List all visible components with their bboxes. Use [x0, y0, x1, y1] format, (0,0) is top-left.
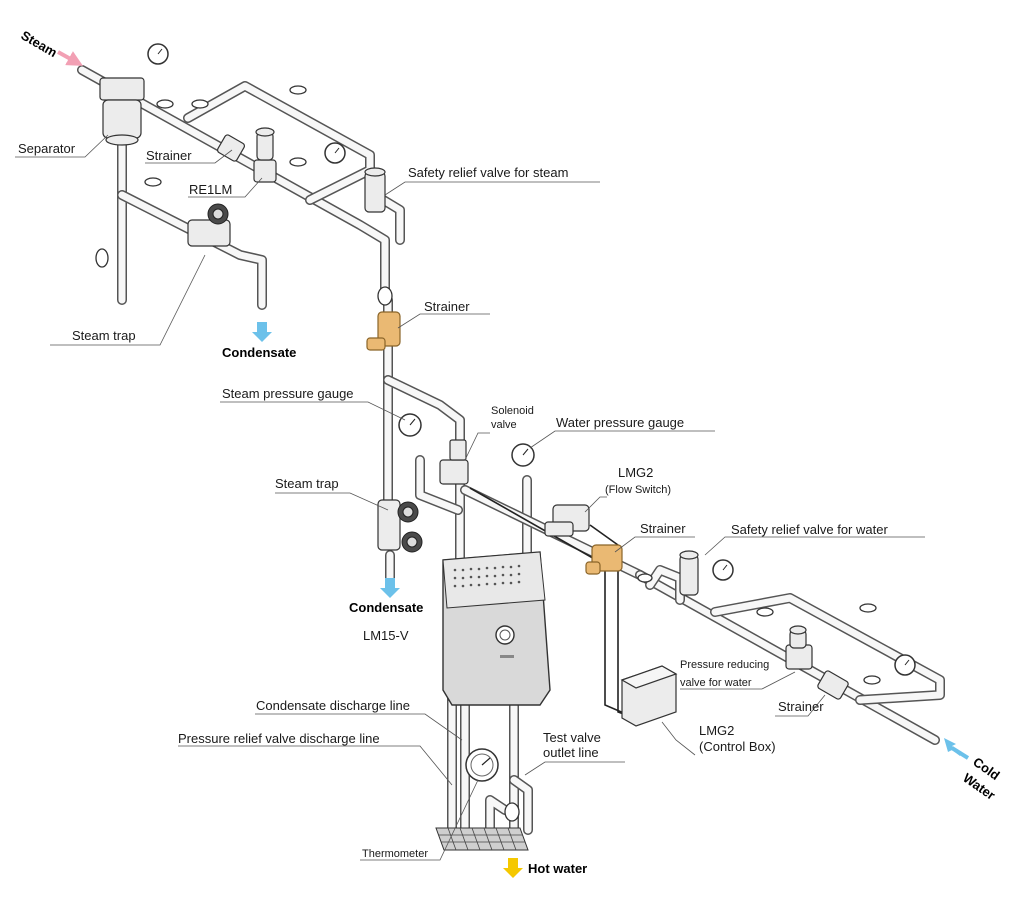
- valve-handwheel-icon: [191, 99, 209, 109]
- condensate-label-2: Condensate: [349, 600, 423, 615]
- valve-handwheel-icon: [504, 802, 520, 822]
- heater-dial-icon: [495, 625, 515, 645]
- flow-arrows: [57, 50, 970, 878]
- condensate-discharge-label: Condensate discharge line: [256, 698, 410, 713]
- lmg2-flow-label-line1: LMG2: [618, 465, 653, 480]
- handwheel-valves: [95, 85, 881, 822]
- safety-relief-water-label: Safety relief valve for water: [731, 522, 888, 537]
- pressure-relief-discharge-label: Pressure relief valve discharge line: [178, 731, 380, 746]
- test-valve-label-line2: outlet line: [543, 745, 599, 760]
- steam-trap-1: [187, 203, 231, 247]
- valve-handwheel-icon: [144, 177, 162, 187]
- lmg2-control-box: [620, 665, 678, 727]
- condensate-arrow-icon: [380, 578, 400, 598]
- lmg2-flow-switch: [544, 504, 590, 537]
- lmg2-flow-label-line2: (Flow Switch): [605, 484, 671, 496]
- steam-trap-2: [377, 499, 423, 553]
- condensate-arrow-icon: [252, 322, 272, 342]
- solenoid-label-line2: valve: [491, 419, 517, 431]
- strainer-label-1: Strainer: [146, 148, 192, 163]
- prv-water-label-line1: Pressure reducing: [680, 659, 769, 671]
- steam-pressure-gauge-label: Steam pressure gauge: [222, 386, 354, 401]
- lmg2-control-label-line2: (Control Box): [699, 739, 776, 754]
- separator-label: Separator: [18, 141, 76, 156]
- lmg2-control-label-line1: LMG2: [699, 723, 734, 738]
- valve-handwheel-icon: [156, 99, 174, 109]
- steam-arrow-icon: [57, 50, 83, 66]
- water-pressure-reducing-valve: [785, 625, 813, 670]
- pressure-gauge-icon: [324, 142, 346, 164]
- steam-strainer-2: [366, 311, 401, 351]
- steam-strainer-1: [216, 134, 246, 162]
- leader-lines: [15, 134, 925, 861]
- strainer-label-4: Strainer: [778, 699, 824, 714]
- re1lm-valve: [253, 127, 277, 183]
- test-valve-label-line1: Test valve: [543, 730, 601, 745]
- steam-pressure-gauge-icon: [398, 413, 422, 437]
- water-pressure-gauge-label: Water pressure gauge: [556, 415, 684, 430]
- valve-handwheel-icon: [637, 573, 653, 583]
- separator-unit: [99, 77, 145, 146]
- solenoid-valve: [439, 439, 469, 485]
- pressure-gauge-icon: [147, 43, 169, 65]
- strainer-label-3: Strainer: [640, 521, 686, 536]
- valve-handwheel-icon: [863, 675, 881, 685]
- safety-relief-valve-water: [679, 550, 699, 596]
- re1lm-label: RE1LM: [189, 182, 232, 197]
- thermometer-gauge: [465, 748, 499, 782]
- valve-handwheel-icon: [95, 248, 109, 268]
- solenoid-label-line1: Solenoid: [491, 405, 534, 417]
- condensate-label-1: Condensate: [222, 345, 296, 360]
- pressure-gauge-icon: [894, 654, 916, 676]
- pressure-gauge-icon: [712, 559, 734, 581]
- lm15v-label: LM15-V: [363, 628, 409, 643]
- valve-handwheel-icon: [289, 157, 307, 167]
- steam-label: Steam: [19, 28, 60, 61]
- valve-handwheel-icon: [859, 603, 877, 613]
- prv-water-label-line2: valve for water: [680, 677, 752, 689]
- safety-relief-valve-steam: [364, 167, 386, 213]
- hot-water-label: Hot water: [528, 861, 587, 876]
- safety-relief-steam-label: Safety relief valve for steam: [408, 165, 568, 180]
- hot-water-arrow-icon: [503, 858, 523, 878]
- strainer-label-2: Strainer: [424, 299, 470, 314]
- water-pressure-gauge-icon: [511, 443, 535, 467]
- water-strainer-brass: [585, 544, 623, 575]
- valve-handwheel-icon: [377, 286, 393, 306]
- lm15v-heater: [442, 551, 551, 706]
- heater-vent-grille: [453, 564, 521, 588]
- drain-grate: [435, 827, 529, 851]
- steam-trap-label-1: Steam trap: [72, 328, 136, 343]
- valve-handwheel-icon: [756, 607, 774, 617]
- steam-trap-label-2: Steam trap: [275, 476, 339, 491]
- thermometer-label: Thermometer: [362, 848, 428, 860]
- valve-handwheel-icon: [289, 85, 307, 95]
- water-strainer-2: [817, 670, 849, 700]
